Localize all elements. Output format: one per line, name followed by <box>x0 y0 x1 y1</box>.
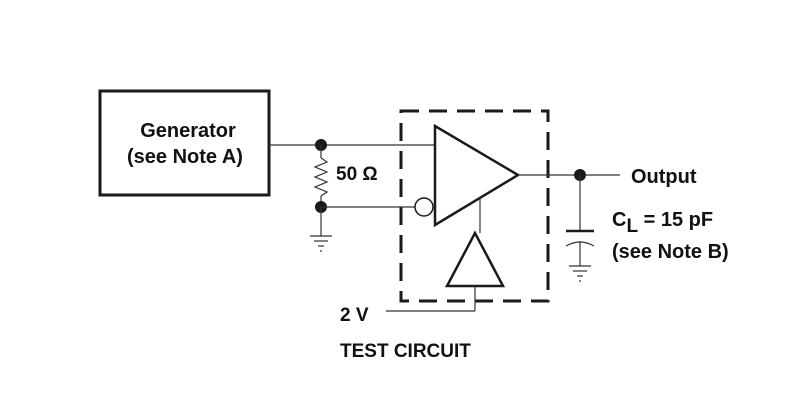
supply-label: 2 V <box>340 305 369 326</box>
resistor-label: 50 Ω <box>336 164 378 185</box>
device-boundary <box>399 109 550 303</box>
output-label: Output <box>631 166 697 188</box>
inverting-input-bubble <box>414 197 434 217</box>
amplifier <box>414 123 521 233</box>
output-network: Output CL = 15 pF (see Note B) <box>518 166 729 282</box>
capacitor-value-label: CL = 15 pF <box>612 209 713 237</box>
input-wiring: 50 Ω <box>269 139 435 252</box>
capacitor-symbol: C <box>612 209 626 231</box>
generator-label: Generator <box>140 120 236 142</box>
supply-buffer: 2 V <box>340 230 506 326</box>
capacitor-note: (see Note B) <box>612 241 729 263</box>
figure-caption: TEST CIRCUIT <box>340 341 471 362</box>
capacitor-value: = 15 pF <box>638 209 713 231</box>
amplifier-triangle <box>433 123 521 228</box>
ground-symbol-left <box>310 235 332 252</box>
resistor-symbol <box>313 157 329 197</box>
generator-note: (see Note A) <box>127 146 243 168</box>
generator-block: Generator (see Note A) <box>98 89 271 197</box>
buffer-triangle <box>444 230 506 288</box>
generator-box <box>98 89 271 197</box>
capacitor-subscript: L <box>626 216 638 237</box>
ground-symbol-right <box>569 265 591 282</box>
